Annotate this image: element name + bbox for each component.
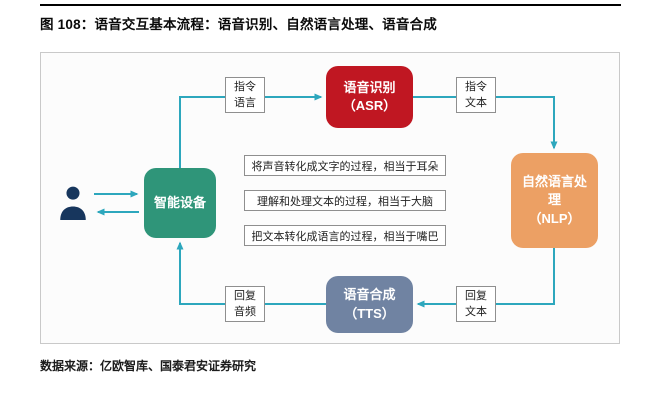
edge-label-reply-audio-line2: 音频 [234, 306, 256, 318]
edge-label-command-speech-line1: 指令 [234, 80, 256, 93]
user-person-icon [56, 183, 90, 223]
figure-title: 图 108：语音交互基本流程：语音识别、自然语言处理、语音合成 [40, 17, 437, 32]
node-nlp-label: 自然语言处理 [521, 174, 587, 208]
edge-label-reply-audio-line1: 回复 [234, 289, 256, 302]
node-smart-device-label: 智能设备 [153, 194, 206, 210]
node-tts-abbr: （TTS） [344, 305, 395, 321]
edge-label-reply-text-line1: 回复 [465, 289, 487, 302]
edge-label-reply-audio: 回复 音频 [225, 286, 265, 322]
node-asr-abbr: （ASR） [342, 98, 397, 113]
node-nlp-abbr: （NLP） [528, 210, 581, 226]
title-rule [40, 4, 621, 6]
node-asr-label: 语音识别 [343, 79, 396, 95]
node-smart-device: 智能设备 [144, 168, 216, 238]
data-source-note: 数据来源：亿欧智库、国泰君安证券研究 [40, 359, 257, 373]
edge-label-command-text-line2: 文本 [465, 97, 487, 109]
edge-label-reply-text-line2: 文本 [465, 306, 487, 318]
figure-canvas: 智能设备 语音识别 （ASR） 自然语言处理 （NLP） 语音合成 （TTS） … [40, 52, 620, 344]
node-asr: 语音识别 （ASR） [326, 66, 413, 128]
node-tts: 语音合成 （TTS） [326, 276, 413, 333]
description-nlp: 理解和处理文本的过程，相当于大脑 [244, 190, 446, 211]
edge-label-command-speech: 指令 语言 [225, 77, 265, 113]
edge-label-command-text: 指令 文本 [456, 77, 496, 113]
edge-label-command-speech-line2: 语言 [234, 97, 256, 109]
edge-label-command-text-line1: 指令 [465, 80, 487, 93]
edge-label-reply-text: 回复 文本 [456, 286, 496, 322]
description-tts: 把文本转化成语言的过程，相当于嘴巴 [244, 225, 446, 246]
description-asr: 将声音转化成文字的过程，相当于耳朵 [244, 155, 446, 176]
node-tts-label: 语音合成 [343, 287, 396, 303]
node-nlp: 自然语言处理 （NLP） [511, 153, 598, 248]
